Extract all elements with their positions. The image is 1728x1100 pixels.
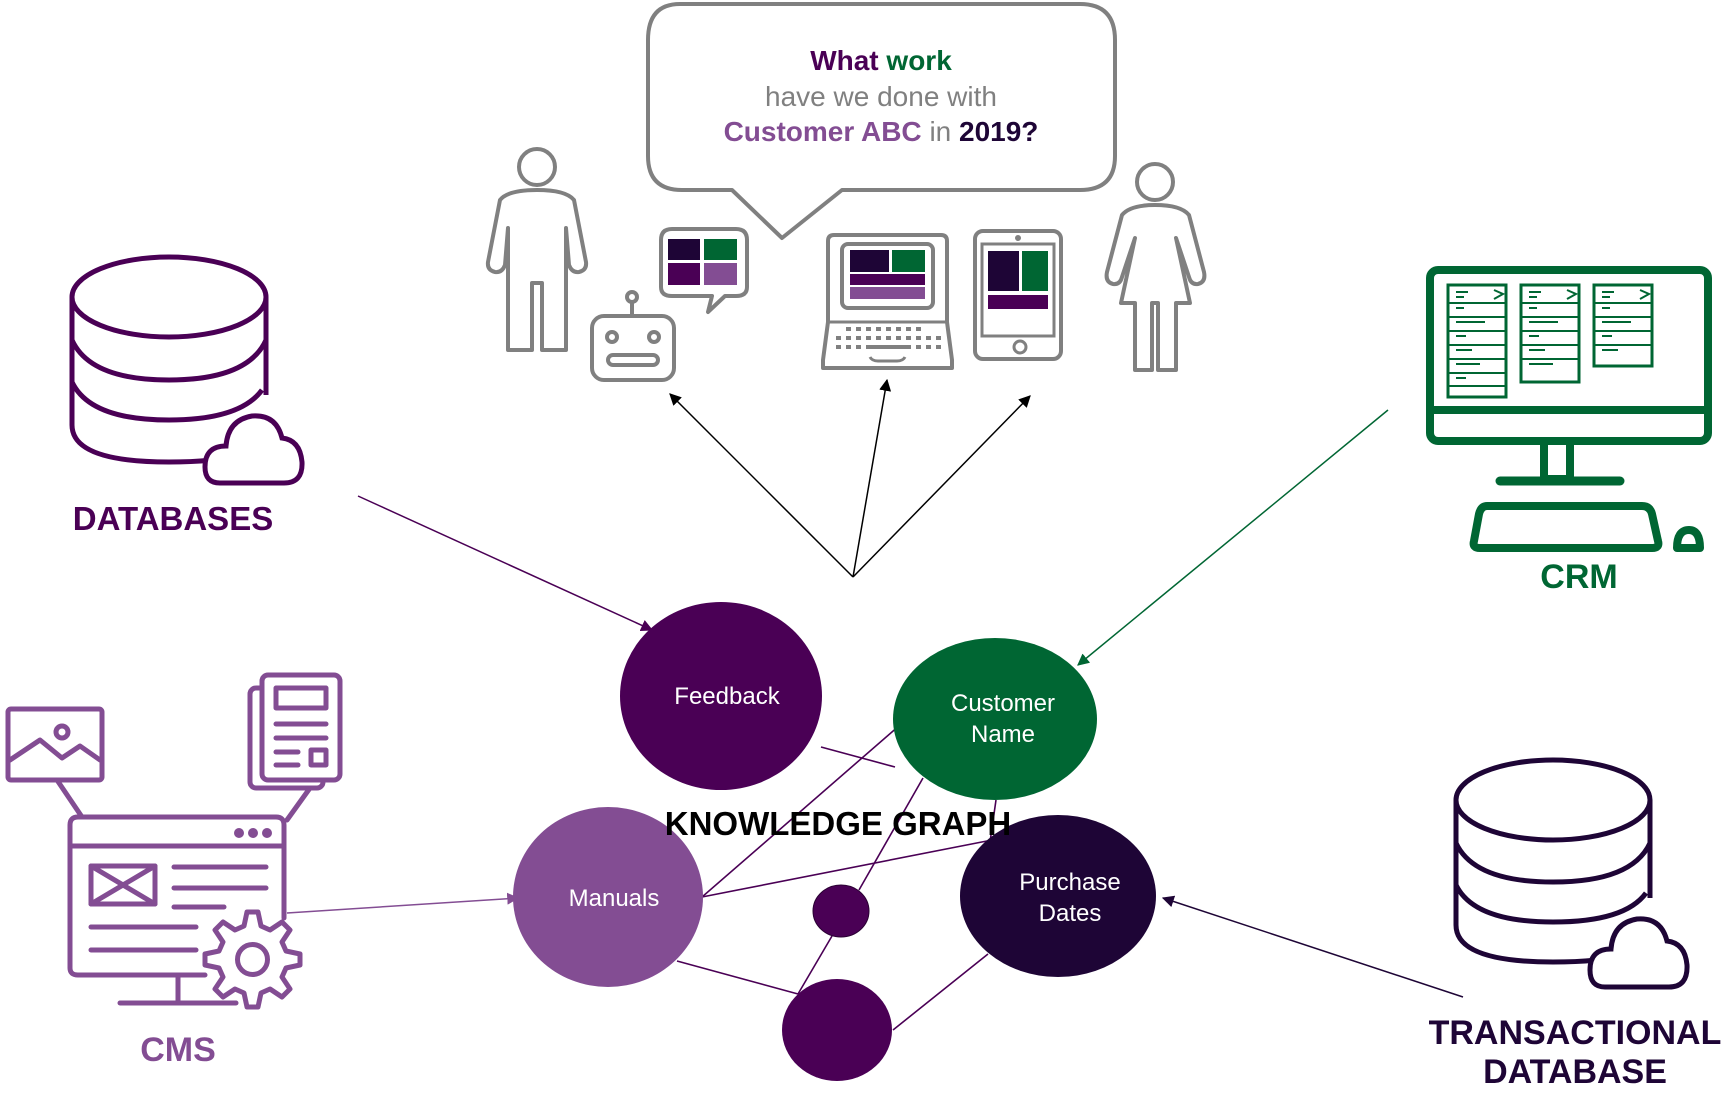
- database-cloud-icon: [1453, 757, 1690, 990]
- graph-node-feedback[interactable]: Feedback: [620, 602, 822, 790]
- graph-node-purchase-dates[interactable]: Purchase Dates: [960, 815, 1156, 977]
- databases-source: DATABASES: [69, 254, 305, 537]
- arrow-transactional-to-purchase-dates: [1161, 895, 1464, 998]
- graph-edges: [676, 724, 997, 1031]
- crm-label: CRM: [1540, 558, 1617, 596]
- tablet-icon: [973, 229, 1063, 361]
- edge-customer-name-small-node: [858, 777, 924, 891]
- node-label: Manuals: [569, 885, 660, 912]
- arrow-cms-to-manuals: [286, 892, 520, 914]
- node-label-line-1: Purchase: [1019, 869, 1120, 896]
- databases-label: DATABASES: [73, 500, 273, 537]
- transactional-database-source: TRANSACTIONAL DATABASE: [1429, 757, 1722, 1091]
- node-label-line-2: Dates: [1039, 900, 1102, 927]
- edge-bottom-node-purchase-dates: [892, 953, 989, 1031]
- database-cloud-icon: [69, 254, 305, 486]
- knowledge-graph: Feedback Customer Name Manuals Purchase …: [513, 602, 1156, 1081]
- graph-node-manuals[interactable]: Manuals: [513, 807, 703, 987]
- node-label: Feedback: [674, 683, 780, 710]
- person-male-icon: [485, 147, 589, 352]
- chat-bubble-dashboard-icon: [659, 227, 749, 314]
- node-label-line-1: Customer: [951, 690, 1055, 717]
- question-speech-bubble: What work have we done with Customer ABC…: [646, 2, 1117, 240]
- transactional-label-line-2: DATABASE: [1483, 1053, 1667, 1091]
- graph-node-bottom[interactable]: [782, 979, 892, 1081]
- person-female-icon: [1104, 162, 1207, 372]
- edge-customer-name-manuals: [701, 724, 901, 898]
- cms-label: CMS: [140, 1031, 216, 1069]
- question-line-1: What work: [810, 45, 952, 76]
- arrow-graph-to-chatbot: [669, 393, 854, 578]
- graph-node-customer-name[interactable]: Customer Name: [893, 638, 1097, 800]
- edge-feedback-customer-name: [820, 746, 896, 768]
- flow-arrows: [286, 378, 1464, 998]
- edge-manuals-bottom-node: [676, 960, 799, 995]
- edge-small-node-bottom-node: [797, 935, 833, 995]
- transactional-label-line-1: TRANSACTIONAL: [1429, 1014, 1722, 1052]
- arrow-graph-to-laptop: [852, 378, 892, 578]
- cms-browser-gear-icon: [5, 672, 343, 1010]
- desktop-kanban-icon: [1426, 266, 1712, 552]
- arrow-crm-to-customer-name: [1077, 409, 1389, 666]
- knowledge-graph-title: KNOWLEDGE GRAPH: [665, 805, 1012, 842]
- question-line-2: have we done with: [765, 81, 997, 112]
- arrow-graph-to-tablet: [852, 395, 1031, 578]
- cms-source: CMS: [5, 672, 343, 1069]
- edge-manuals-purchase-dates: [701, 839, 993, 898]
- edge-customer-name-purchase-dates: [989, 799, 997, 843]
- node-label-line-2: Name: [971, 721, 1035, 748]
- robot-icon: [590, 290, 676, 382]
- question-line-3: Customer ABC in 2019?: [724, 116, 1039, 147]
- arrow-databases-to-feedback: [357, 495, 654, 631]
- laptop-icon: [821, 233, 954, 370]
- crm-source: CRM: [1426, 266, 1712, 596]
- graph-node-small[interactable]: [812, 884, 870, 938]
